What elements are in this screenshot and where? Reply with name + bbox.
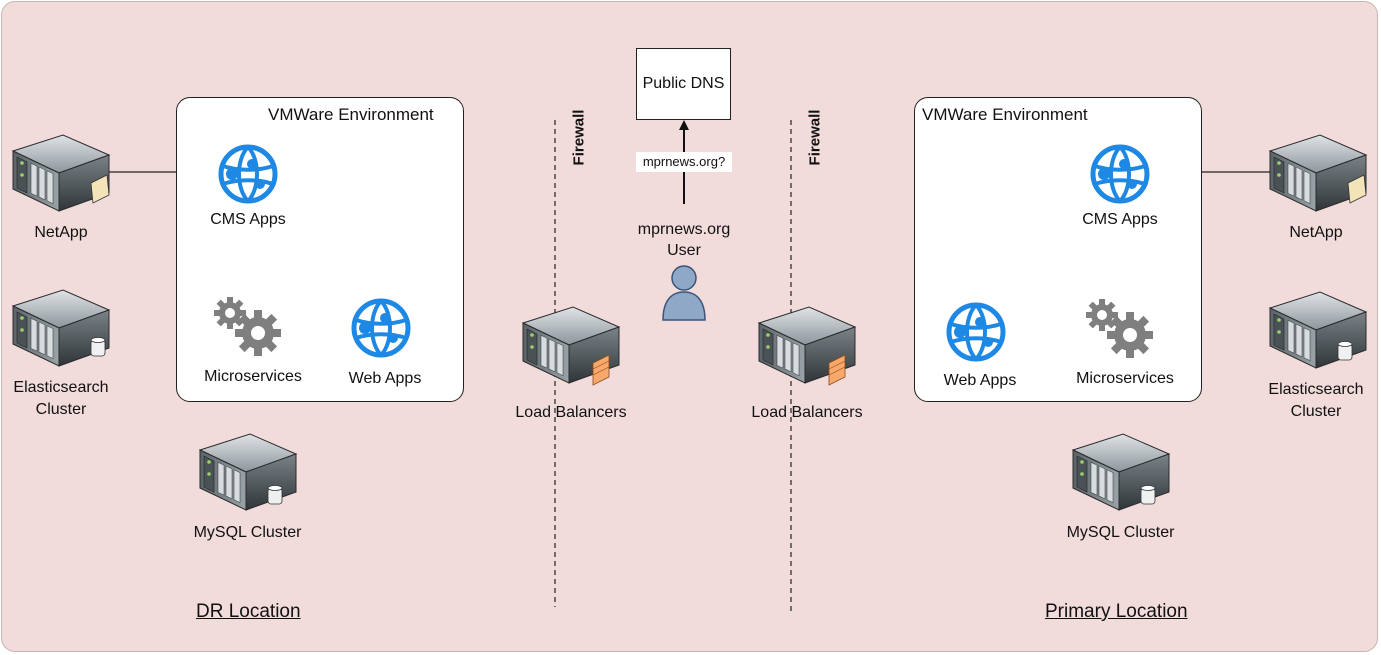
user-label-line1: mprnews.org	[637, 221, 731, 238]
primary-location-label: Primary Location	[1045, 601, 1188, 622]
primary-elasticsearch-server-icon	[1268, 290, 1368, 375]
dr-netapp-label: NetApp	[34, 224, 88, 241]
dns-query-arrowhead	[679, 120, 689, 130]
primary-web-globe-icon	[946, 302, 1006, 367]
dr-location-label: DR Location	[196, 601, 301, 622]
dr-netapp-server-icon	[11, 133, 111, 218]
primary-cms-globe-icon	[1090, 144, 1150, 209]
dr-web-label: Web Apps	[348, 370, 422, 387]
primary-load-balancer-label: Load Balancers	[751, 404, 863, 421]
dr-microservices-label: Microservices	[204, 368, 302, 385]
dr-cms-globe-icon	[218, 144, 278, 209]
dr-elasticsearch-server-icon	[11, 288, 111, 373]
dr-microservices-gears-icon	[214, 297, 284, 364]
dr-web-globe-icon	[351, 298, 411, 363]
dr-load-balancer-label: Load Balancers	[515, 404, 627, 421]
firewall-left-label: Firewall	[570, 109, 588, 166]
user-icon	[660, 264, 708, 327]
dr-vmware-title: VMWare Environment	[268, 105, 434, 124]
dr-elasticsearch-label-line2: Cluster	[35, 401, 87, 418]
primary-vmware-title: VMWare Environment	[922, 105, 1088, 124]
dr-mysql-server-icon	[198, 432, 298, 517]
dns-query-label: mprnews.org?	[636, 152, 732, 172]
primary-mysql-label: MySQL Cluster	[1066, 524, 1175, 541]
primary-cms-label: CMS Apps	[1082, 211, 1158, 228]
user-label-line2: User	[667, 242, 701, 259]
dr-load-balancer-server-icon	[521, 305, 621, 390]
primary-load-balancer-server-icon	[757, 305, 857, 390]
dr-cms-label: CMS Apps	[210, 211, 286, 228]
public-dns-label: Public DNS	[642, 75, 725, 92]
dr-elasticsearch-label-line1: Elasticsearch	[13, 379, 109, 396]
primary-mysql-server-icon	[1071, 432, 1171, 517]
primary-netapp-label: NetApp	[1289, 224, 1343, 241]
primary-microservices-gears-icon	[1086, 299, 1156, 366]
primary-web-label: Web Apps	[943, 372, 1017, 389]
primary-elasticsearch-label-line1: Elasticsearch	[1268, 381, 1364, 398]
dr-mysql-label: MySQL Cluster	[193, 524, 302, 541]
dr-vmware-box	[176, 97, 464, 402]
primary-netapp-server-icon	[1268, 133, 1368, 218]
primary-microservices-label: Microservices	[1076, 370, 1174, 387]
public-dns-box: Public DNS	[636, 48, 731, 120]
firewall-right-label: Firewall	[806, 109, 824, 166]
primary-elasticsearch-label-line2: Cluster	[1290, 403, 1342, 420]
